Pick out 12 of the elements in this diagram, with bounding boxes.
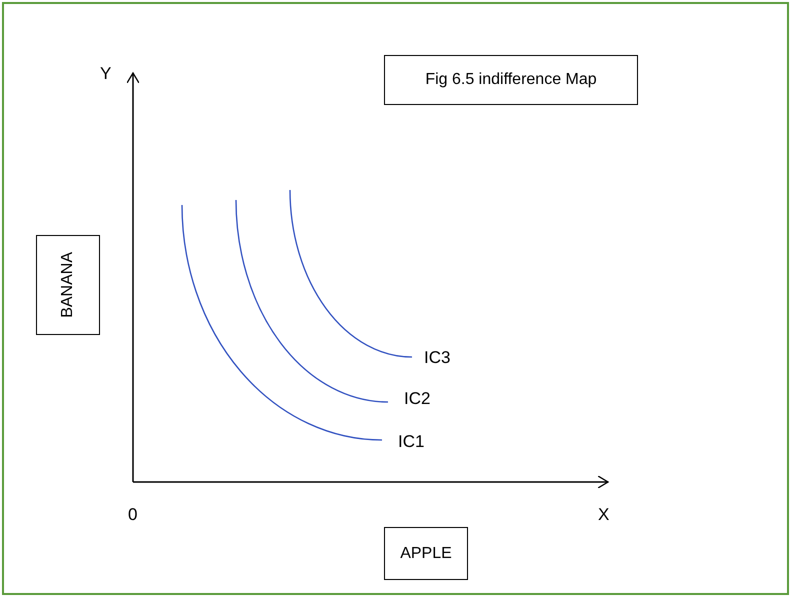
axis-title: BANANA bbox=[59, 252, 77, 318]
curve-label: IC1 bbox=[398, 432, 424, 452]
curve-label: IC2 bbox=[404, 389, 430, 409]
label-box bbox=[36, 235, 100, 335]
axis-label: Y bbox=[100, 64, 112, 84]
label-box bbox=[384, 55, 638, 105]
figure-title: Fig 6.5 indifference Map bbox=[425, 71, 597, 89]
curve-label: IC3 bbox=[424, 348, 450, 368]
axis-label: X bbox=[598, 505, 610, 525]
axis-title: APPLE bbox=[400, 544, 452, 562]
origin-label: 0 bbox=[128, 505, 138, 525]
label-box bbox=[384, 527, 468, 580]
